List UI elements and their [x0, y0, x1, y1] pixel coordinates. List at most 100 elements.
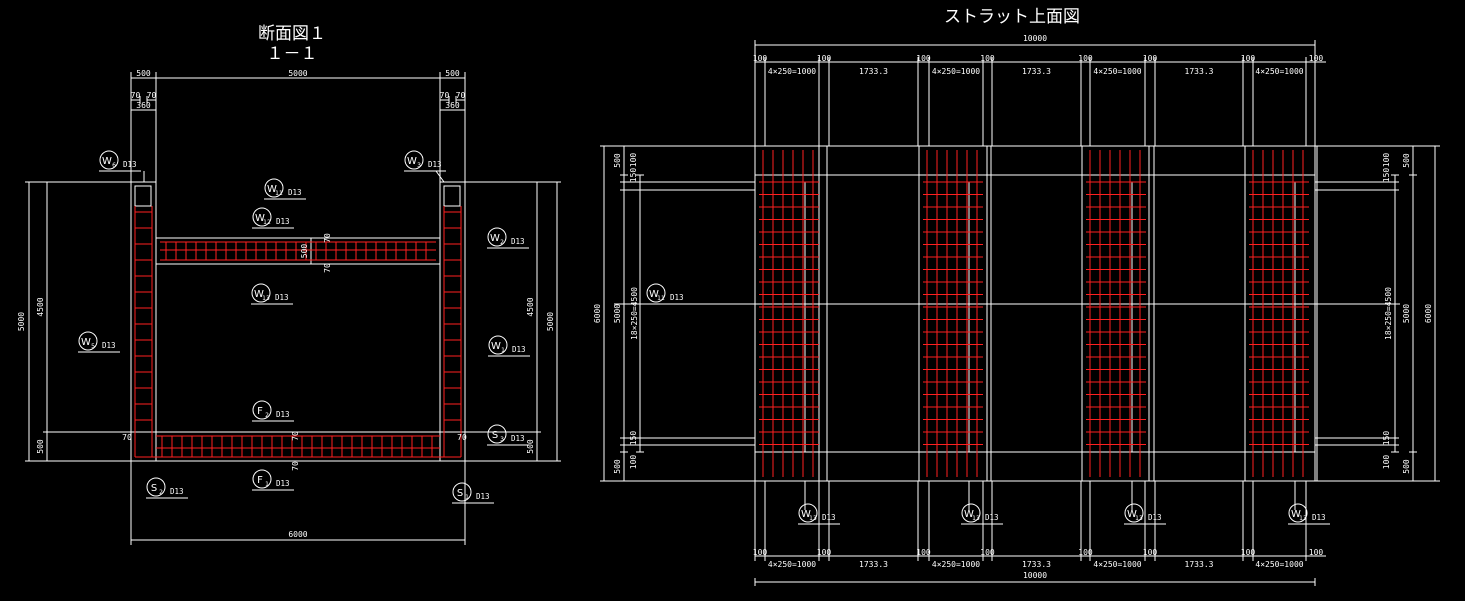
plan-callout-w13-0-bar-diameter: D13 [822, 513, 836, 522]
section-callout-12-bar-diameter: D13 [476, 492, 490, 501]
dimension-label: 5000 [1402, 304, 1411, 323]
dimension-label: 100 [916, 54, 931, 63]
section-callout-11-number: 2 [159, 489, 163, 496]
plan-callout-w13-1-bar-diameter: D13 [985, 513, 999, 522]
dimension-label: 1733.3 [1022, 560, 1051, 569]
rebar-layer [134, 150, 1309, 477]
dimension-label: 4×250=1000 [768, 67, 816, 76]
dimension-label: 100 [1382, 455, 1391, 470]
section-callout-9-bar-diameter: D13 [511, 434, 525, 443]
plan-callout-w11-bar-diameter: D13 [670, 293, 684, 302]
section-callout-5-number: 13 [262, 295, 270, 302]
callout-circle [1288, 503, 1308, 523]
dimension-label: 100 [629, 455, 638, 470]
section-callout-0-number: 6 [112, 162, 116, 169]
callout-circle [251, 283, 271, 303]
dimension-label: 360 [445, 101, 460, 110]
dimension-label: 500 [136, 69, 151, 78]
section-callout-2-number: 11 [275, 190, 283, 197]
section-callout-10-mark: F [257, 475, 263, 486]
plan-callout-w13-2-mark: W [1127, 509, 1137, 520]
dimension-label: 150 [1382, 431, 1391, 446]
section-callout-4-bar-diameter: D13 [511, 237, 525, 246]
strut-2 [1081, 145, 1155, 482]
dimension-label: 4×250=1000 [1255, 67, 1303, 76]
section-callout-0-bar-diameter: D13 [123, 160, 137, 169]
section-callout-3-mark: W [255, 213, 265, 224]
dimension-label: 70 [147, 91, 157, 100]
callout-circle [798, 503, 818, 523]
callout-circle [1124, 503, 1144, 523]
dimension-label: 100 [1143, 548, 1158, 557]
section-callout-7-mark: W [491, 341, 501, 352]
section-callout-8-mark: F [257, 406, 263, 417]
dimension-label: 100 [753, 54, 768, 63]
dimension-label: 4500 [526, 297, 535, 316]
section-callout-10-bar-diameter: D13 [276, 479, 290, 488]
dimension-label: 70 [131, 91, 141, 100]
strut-1 [918, 145, 992, 482]
plan-callout-w13-0-mark: W [801, 509, 811, 520]
callout-circle [99, 150, 119, 170]
dimension-label: 4×250=1000 [1093, 67, 1141, 76]
section-callout-5-mark: W [254, 289, 264, 300]
plan-callout-w11-number: 11 [657, 295, 665, 302]
dimension-label: 70 [440, 91, 450, 100]
dimension-label: 6000 [593, 304, 602, 323]
section-callout-1-bar-diameter: D13 [428, 160, 442, 169]
dimension-label: 1733.3 [859, 560, 888, 569]
inner-opening [155, 263, 441, 433]
section-callout-7-number: 1 [501, 347, 505, 354]
dimension-label: 1733.3 [1185, 67, 1214, 76]
dimension-label: 4×250=1000 [932, 67, 980, 76]
section-callout-6-mark: W [81, 337, 91, 348]
dimension-label: 360 [136, 101, 151, 110]
dimension-label: 1733.3 [1185, 560, 1214, 569]
dimension-label: 6000 [1424, 304, 1433, 323]
dimension-label: 500 [613, 459, 622, 474]
dimension-label: 4×250=1000 [1093, 560, 1141, 569]
dimension-label: 500 [526, 439, 535, 454]
plan-callout-w13-1-number: 13 [972, 515, 980, 522]
section-callout-6-number: 5 [91, 343, 95, 350]
dimension-label: 70 [291, 461, 300, 471]
section-callout-4-mark: W [490, 233, 500, 244]
section-callout-2-bar-diameter: D13 [288, 188, 302, 197]
callout-circle [252, 400, 272, 420]
callout-circle [264, 178, 284, 198]
dimension-label: 100 [916, 548, 931, 557]
dimension-label: 150 [629, 168, 638, 183]
dimension-label: 18×250=4500 [630, 287, 639, 340]
dimension-label: 500 [1402, 153, 1411, 168]
section-callout-7-bar-diameter: D13 [512, 345, 526, 354]
section-callout-6-bar-diameter: D13 [102, 341, 116, 350]
dimension-label: 5000 [288, 69, 307, 78]
section-callout-4-number: 2 [500, 239, 504, 246]
right-top-block [443, 185, 461, 207]
section-title: 断面図１ [258, 24, 326, 44]
callout-circle [78, 331, 98, 351]
dimension-label: 100 [980, 54, 995, 63]
section-callout-5-bar-diameter: D13 [275, 293, 289, 302]
dimension-label: 150 [629, 431, 638, 446]
dimension-label: 100 [1309, 54, 1324, 63]
linework [25, 40, 1440, 586]
dimension-label: 100 [1382, 153, 1391, 168]
dimension-label: 70 [323, 263, 332, 273]
callout-circle [961, 503, 981, 523]
dimension-label: 5000 [546, 312, 555, 331]
section-callout-8-number: 2 [265, 412, 269, 419]
dimension-label: 100 [1078, 54, 1093, 63]
dimension-label: 18×250=4500 [1384, 287, 1393, 340]
plan-callout-w13-3-mark: W [1291, 509, 1301, 520]
dimension-label: 100 [817, 54, 832, 63]
section-callout-11-mark: S [151, 483, 157, 494]
left-top-block [134, 185, 152, 207]
plan-callout-w13-0-number: 13 [809, 515, 817, 522]
dimension-label: 5000 [613, 304, 622, 323]
dimension-label: 100 [629, 153, 638, 168]
callout-circle [404, 150, 424, 170]
section-callout-0-mark: W [102, 156, 112, 167]
dimension-label: 500 [36, 439, 45, 454]
